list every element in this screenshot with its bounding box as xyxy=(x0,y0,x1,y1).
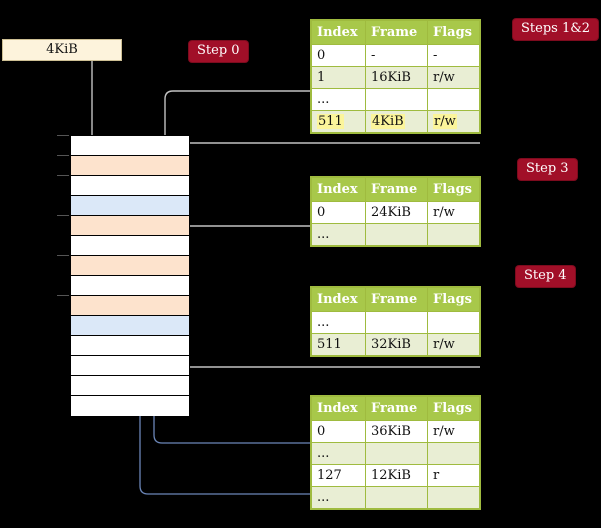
table-cell: ... xyxy=(311,311,366,334)
memory-frame-row xyxy=(71,236,189,256)
table-cell xyxy=(365,442,428,465)
memory-frame-row xyxy=(71,136,189,156)
highlighted-value: 4KiB xyxy=(371,113,405,129)
table-cell: 0 xyxy=(311,201,366,224)
column-header-frame: Frame xyxy=(365,20,428,45)
highlighted-value: 511 xyxy=(317,113,344,129)
column-header-frame: Frame xyxy=(365,287,428,312)
column-header-flags: Flags xyxy=(427,177,480,202)
table-cell: r/w xyxy=(427,420,480,443)
column-header-index: Index xyxy=(311,287,366,312)
table-cell xyxy=(365,486,428,509)
table-cell: r/w xyxy=(427,110,480,133)
memory-frame-row xyxy=(71,156,189,176)
memory-row-tick xyxy=(57,295,69,296)
table-cell: 24KiB xyxy=(365,201,428,224)
wire-l0-row511-to-memory xyxy=(148,142,480,157)
virtual-address-label: 4KiB xyxy=(46,42,78,57)
table-cell: ... xyxy=(311,223,366,246)
memory-row-tick xyxy=(57,255,69,256)
table-cell: 511 xyxy=(311,333,366,356)
column-header-frame: Frame xyxy=(365,177,428,202)
step-badge-step0: Step 0 xyxy=(189,41,248,62)
table-row: ... xyxy=(311,486,480,509)
table-cell: ... xyxy=(311,486,366,509)
table-cell: 16KiB xyxy=(365,66,428,89)
memory-row-tick xyxy=(57,135,69,136)
memory-frame-row xyxy=(71,396,189,416)
table-cell xyxy=(427,88,480,111)
table-cell xyxy=(365,223,428,246)
table-cell: 0 xyxy=(311,420,366,443)
memory-frame-row xyxy=(71,376,189,396)
table-cell: ... xyxy=(311,442,366,465)
column-header-flags: Flags xyxy=(427,396,480,421)
table-cell: 0 xyxy=(311,44,366,67)
table-cell: 36KiB xyxy=(365,420,428,443)
table-cell: r xyxy=(427,464,480,487)
table-cell: ... xyxy=(311,88,366,111)
table-cell: 1 xyxy=(311,66,366,89)
table-cell xyxy=(427,311,480,334)
table-row: ... xyxy=(311,442,480,465)
memory-frame-row xyxy=(71,336,189,356)
table-cell: - xyxy=(427,44,480,67)
table-cell xyxy=(365,311,428,334)
step-badge-step4: Step 4 xyxy=(516,266,575,287)
highlighted-value: r/w xyxy=(433,113,457,129)
table-cell xyxy=(427,223,480,246)
table-cell: 127 xyxy=(311,464,366,487)
memory-row-tick xyxy=(57,215,69,216)
memory-frame-row xyxy=(71,276,189,296)
step-badge-step3: Step 3 xyxy=(518,159,577,180)
table-cell: 4KiB xyxy=(365,110,428,133)
column-header-flags: Flags xyxy=(427,20,480,45)
table-row: ... xyxy=(311,223,480,246)
memory-frame-row xyxy=(71,316,189,336)
step-badge-steps12: Steps 1&2 xyxy=(513,19,599,40)
table-cell xyxy=(365,88,428,111)
table-cell: r/w xyxy=(427,333,480,356)
physical-memory-column xyxy=(70,135,190,416)
table-cell: r/w xyxy=(427,66,480,89)
table-row: 0-- xyxy=(311,44,480,67)
memory-frame-row xyxy=(71,176,189,196)
table-cell xyxy=(427,442,480,465)
memory-frame-row xyxy=(71,196,189,216)
column-header-flags: Flags xyxy=(427,287,480,312)
memory-row-tick xyxy=(57,155,69,156)
column-header-index: Index xyxy=(311,177,366,202)
table-cell: - xyxy=(365,44,428,67)
memory-frame-row xyxy=(71,296,189,316)
table-row: 511 4KiB r/w xyxy=(311,110,480,133)
memory-frame-row xyxy=(71,216,189,236)
virtual-address-box: 4KiB xyxy=(2,39,122,61)
column-header-frame: Frame xyxy=(365,396,428,421)
column-header-index: Index xyxy=(311,20,366,45)
table-cell: 32KiB xyxy=(365,333,428,356)
memory-row-tick xyxy=(57,175,69,176)
table-cell xyxy=(427,486,480,509)
table-cell: r/w xyxy=(427,201,480,224)
table-row: ... xyxy=(311,311,480,334)
memory-frame-row xyxy=(71,356,189,376)
table-cell: 12KiB xyxy=(365,464,428,487)
table-cell: 511 xyxy=(311,110,366,133)
memory-frame-row xyxy=(71,256,189,276)
column-header-index: Index xyxy=(311,396,366,421)
table-row: ... xyxy=(311,88,480,111)
